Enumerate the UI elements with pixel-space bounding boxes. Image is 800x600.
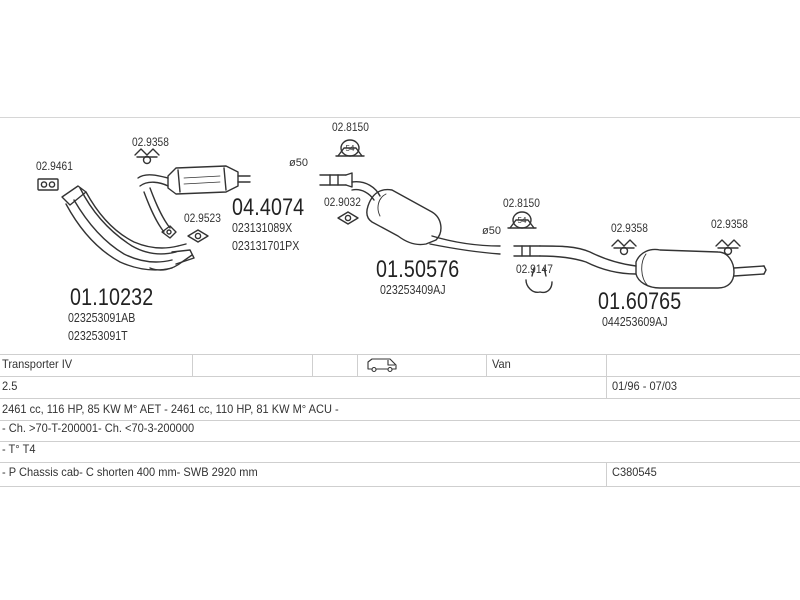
gasket-icon-9032 xyxy=(337,211,359,225)
clamp-size-label-2: 54 xyxy=(518,216,527,225)
engine-details-cell: 2461 cc, 116 HP, 85 KW M° AET - 2461 cc,… xyxy=(2,402,339,416)
period-cell: 01/96 - 07/03 xyxy=(612,379,678,393)
fitting-label-9032: 02.9032 xyxy=(324,195,361,209)
table-rule xyxy=(0,486,800,487)
diameter-label-1: ø50 xyxy=(289,157,308,169)
clamp-icon-8150-right xyxy=(507,211,537,229)
code-cell: C380545 xyxy=(612,465,657,479)
body-type-cell: Van xyxy=(492,357,511,371)
rear-silencer-drawing xyxy=(635,248,767,289)
fitting-label-9523: 02.9523 xyxy=(184,211,221,225)
diameter-label-2: ø50 xyxy=(482,225,501,237)
table-row-model: Transporter IV Van xyxy=(0,354,800,374)
middle-silencer-drawing xyxy=(351,181,501,255)
oem-number: 023131701PX xyxy=(232,239,300,253)
connector-pipe-right xyxy=(513,245,637,275)
oem-number: 044253609AJ xyxy=(602,315,668,329)
front-pipe-drawing xyxy=(61,185,195,271)
table-col-rule xyxy=(606,462,607,486)
table-col-rule xyxy=(486,354,487,376)
oem-number: 023131089X xyxy=(232,221,293,235)
table-col-rule xyxy=(357,354,358,376)
gasket-icon-9523 xyxy=(187,229,209,243)
type-cell: - T° T4 xyxy=(2,442,36,456)
table-col-rule xyxy=(606,376,607,398)
catalytic-converter-drawing xyxy=(137,165,251,233)
clamp-icon-8150-center xyxy=(335,139,365,157)
table-col-rule xyxy=(192,354,193,376)
table-row-engine: 2.5 01/96 - 07/03 xyxy=(0,376,800,396)
table-rule xyxy=(0,441,800,442)
clamp-icon-9358-left xyxy=(134,148,160,165)
table-rule xyxy=(0,420,800,421)
table-rule xyxy=(0,376,800,377)
oem-number: 023253091T xyxy=(68,329,128,343)
connector-pipe-left xyxy=(319,172,353,188)
fitting-label-8150-center: 02.8150 xyxy=(332,120,369,134)
table-rule xyxy=(0,398,800,399)
part-number-rear-silencer: 01.60765 xyxy=(598,288,682,315)
part-number-catalytic-converter: 04.4074 xyxy=(232,194,305,221)
table-rule xyxy=(0,354,800,355)
gasket-icon-9461 xyxy=(37,178,59,191)
van-icon xyxy=(366,357,398,378)
oem-number: 023253091AB xyxy=(68,311,136,325)
fitting-label-9358-right: 02.9358 xyxy=(711,217,748,231)
fitting-label-8150-right: 02.8150 xyxy=(503,196,540,210)
clamp-size-label-1: 54 xyxy=(346,144,355,153)
model-cell: Transporter IV xyxy=(2,357,73,371)
table-row-notes: - P Chassis cab- C shorten 400 mm- SWB 2… xyxy=(0,462,800,482)
chassis-cell: - Ch. >70-T-200001- Ch. <70-3-200000 xyxy=(2,421,195,435)
top-divider xyxy=(0,117,800,118)
clamp-icon-9358-mid xyxy=(611,239,637,256)
hanger-icon-9147 xyxy=(525,267,553,294)
part-number-front-pipe: 01.10232 xyxy=(70,284,154,311)
table-row-chassis: - Ch. >70-T-200001- Ch. <70-3-200000 xyxy=(0,418,800,438)
clamp-icon-9358-right xyxy=(715,239,741,256)
clamp-icon-left-small xyxy=(161,225,177,239)
oem-number: 023253409AJ xyxy=(380,283,446,297)
engine-cell: 2.5 xyxy=(2,379,18,393)
fitting-label-9358-left: 02.9358 xyxy=(132,135,169,149)
part-number-middle-silencer: 01.50576 xyxy=(376,256,460,283)
notes-cell: - P Chassis cab- C shorten 400 mm- SWB 2… xyxy=(2,465,258,479)
table-rule xyxy=(0,462,800,463)
fitting-label-9147: 02.9147 xyxy=(516,262,553,276)
table-row-type: - T° T4 xyxy=(0,439,800,459)
table-col-rule xyxy=(312,354,313,376)
table-col-rule xyxy=(606,354,607,376)
fitting-label-9358-mid: 02.9358 xyxy=(611,221,648,235)
exhaust-system-drawing: 54 54 xyxy=(37,139,767,294)
table-row-engine-details: 2461 cc, 116 HP, 85 KW M° AET - 2461 cc,… xyxy=(0,399,800,419)
fitting-label-9461: 02.9461 xyxy=(36,159,73,173)
